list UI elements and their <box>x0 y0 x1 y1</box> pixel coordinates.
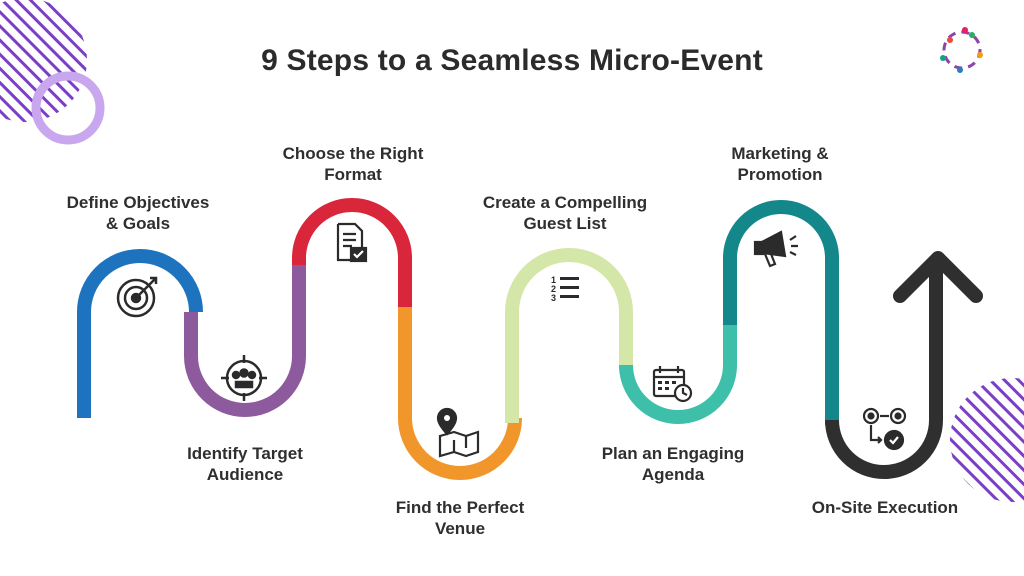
step-label-6-line1: Plan an Engaging <box>601 444 745 463</box>
step-label-1: Define Objectives & Goals <box>40 192 236 234</box>
step-label-6: Plan an Engaging Agenda <box>578 443 768 485</box>
step-label-7-line2: Promotion <box>737 165 823 184</box>
path-segment-3 <box>292 198 412 312</box>
map-pin-icon <box>436 407 480 458</box>
step-label-7: Marketing & Promotion <box>690 143 870 185</box>
path-segment-5 <box>505 248 633 423</box>
svg-text:2: 2 <box>551 284 556 294</box>
step-label-8-line1: On-Site Execution <box>811 498 959 517</box>
step-label-4: Find the Perfect Venue <box>362 497 558 539</box>
path-segment-2 <box>184 260 306 417</box>
step-label-4-line1: Find the Perfect <box>395 498 525 517</box>
step-label-8: On-Site Execution <box>790 497 980 518</box>
path-segment-8 <box>825 266 943 479</box>
brand-logo <box>940 27 983 73</box>
path-segment-4 <box>398 307 522 480</box>
step-label-4-line2: Venue <box>434 519 486 538</box>
step-label-1-line2: & Goals <box>105 214 171 233</box>
step-label-2: Identify Target Audience <box>150 443 340 485</box>
target-icon <box>116 276 158 318</box>
step-label-2-line2: Audience <box>206 465 284 484</box>
megaphone-icon <box>753 230 798 268</box>
step-label-5-line2: Guest List <box>523 214 607 233</box>
step-label-3-line2: Format <box>324 165 382 184</box>
gears-process-icon <box>862 407 907 451</box>
svg-text:1: 1 <box>551 275 556 285</box>
decor-stripes-bottom-right <box>950 378 1024 502</box>
decor-ring <box>31 71 105 145</box>
step-label-3-line1: Choose the Right <box>282 144 424 163</box>
audience-target-icon <box>221 355 267 401</box>
step-label-2-line1: Identify Target <box>187 444 303 463</box>
step-label-5-line1: Create a Compelling <box>482 193 648 212</box>
step-label-6-line2: Agenda <box>641 465 705 484</box>
up-arrow-icon <box>893 251 983 303</box>
step-label-1-line1: Define Objectives <box>66 193 210 212</box>
step-label-5: Create a Compelling Guest List <box>455 192 675 234</box>
step-label-7-line1: Marketing & <box>731 144 829 163</box>
calendar-clock-icon <box>652 366 693 403</box>
page-title: 9 Steps to a Seamless Micro-Event <box>261 44 763 77</box>
path-segment-1 <box>77 249 203 418</box>
decor-stripes-top-left <box>0 0 87 122</box>
document-check-icon <box>336 222 368 263</box>
numbered-list-icon: 1 2 3 <box>551 275 579 303</box>
step-label-3: Choose the Right Format <box>255 143 451 185</box>
path-segment-6 <box>619 320 737 424</box>
svg-text:3: 3 <box>551 293 556 303</box>
path-segment-7 <box>723 200 839 425</box>
